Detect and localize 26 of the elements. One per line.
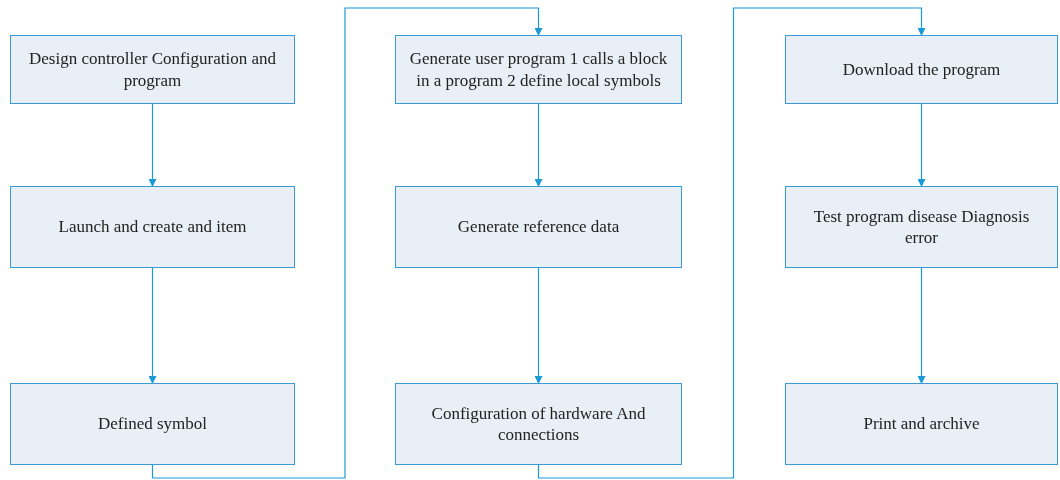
box-label: Configuration of hardware And connections — [430, 402, 647, 446]
arrow — [537, 7, 926, 479]
process-box — [785, 35, 1058, 104]
process-box — [10, 35, 295, 104]
arrow — [148, 267, 157, 384]
box-label: Defined symbol — [97, 413, 208, 435]
arrow — [534, 267, 543, 384]
arrow — [151, 7, 543, 479]
box-label: Generate reference data — [457, 216, 620, 238]
process-box — [10, 186, 295, 268]
arrow — [534, 103, 543, 187]
box-label: Print and archive — [863, 413, 980, 435]
arrow — [917, 267, 926, 384]
process-box — [10, 383, 295, 465]
box-label: Download the program — [842, 58, 1001, 81]
process-box — [785, 383, 1058, 465]
box-label: Design controller Configuration and program — [28, 48, 277, 91]
box-label: Generate user program 1 calls a block in a program 2 define local symbols — [408, 48, 669, 91]
process-box — [395, 383, 682, 465]
arrow — [917, 103, 926, 187]
arrow — [148, 103, 157, 187]
process-box — [395, 186, 682, 268]
box-label: Launch and create and item — [58, 216, 247, 238]
box-label: Test program disease Diagnosis error — [812, 205, 1031, 249]
process-box — [395, 35, 682, 104]
process-box — [785, 186, 1058, 268]
